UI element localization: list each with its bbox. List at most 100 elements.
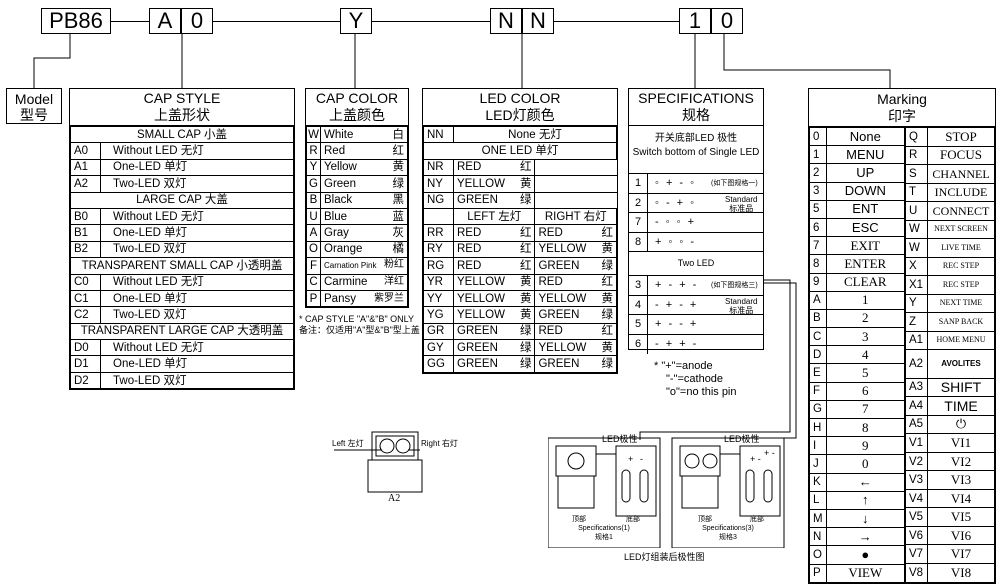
- empty-cell: [534, 191, 617, 209]
- spec-pins: + - + -: [655, 279, 699, 291]
- section-header: LARGE CAP 大盖: [70, 191, 294, 209]
- marking-code: D: [809, 345, 827, 365]
- right-color-en: GREEN: [534, 257, 597, 275]
- marking-code: A3: [905, 377, 928, 398]
- led-color-code-1: N: [490, 8, 522, 34]
- right-color-cn: 黄: [596, 240, 618, 259]
- spec-pins: ◦ + - ◦: [655, 177, 697, 189]
- marking-text: 7: [825, 399, 906, 420]
- empty-cell: [423, 207, 454, 226]
- marking-text: AVOLITES: [927, 349, 995, 379]
- marking-code: 8: [809, 254, 827, 274]
- svg-text:-: -: [640, 454, 643, 464]
- spec-pins: ◦ - + ◦: [655, 196, 697, 209]
- style-code: C0: [70, 273, 101, 291]
- led-desc: None 无灯: [453, 125, 617, 144]
- style-code: B1: [70, 224, 101, 242]
- led-code: NY: [423, 175, 454, 193]
- marking-code: 3: [809, 181, 827, 201]
- marking-text: ENTER: [825, 254, 906, 274]
- spec1-bottom-label: 底部: [626, 516, 640, 523]
- marking-text: ⏻: [927, 414, 995, 435]
- color-name-cn: 橘: [392, 243, 405, 256]
- led-color-cn: 红: [514, 158, 536, 177]
- led-code: YG: [423, 306, 454, 324]
- marking-text: 1: [825, 290, 906, 310]
- a2-left-label: Left 左灯: [332, 439, 364, 448]
- marking-code: 9: [809, 272, 827, 292]
- style-desc: One-LED 单灯: [100, 158, 294, 177]
- spec-code: 1: [635, 177, 642, 189]
- spec-divider: [647, 232, 648, 252]
- spec-row: 4- + - +: [629, 295, 763, 315]
- spec-legend-cathode: "-"=cathode: [666, 373, 724, 385]
- marking-text: CHANNEL: [927, 164, 995, 184]
- cap-color-title-en: CAP COLOR: [315, 90, 399, 106]
- marking-code: A: [809, 290, 827, 310]
- marking-text: VI8: [927, 562, 995, 583]
- standard-en: Standard: [725, 296, 758, 306]
- table-row: TRANSPARENT SMALL CAP 小透明盖: [70, 257, 294, 275]
- marking-code: V5: [905, 507, 928, 527]
- marking-row: M↓: [809, 508, 906, 529]
- spec3-bottom-label: 底部: [750, 516, 764, 523]
- color-code: Y: [306, 158, 321, 177]
- marking-text: 8: [825, 417, 906, 438]
- style-desc: One-LED 单灯: [100, 355, 294, 373]
- color-code: C: [306, 273, 321, 291]
- marking-code: U: [905, 201, 928, 221]
- marking-code: X1: [905, 275, 928, 295]
- marking-text: 9: [825, 436, 906, 456]
- style-desc: Two-LED 双灯: [100, 306, 294, 324]
- spec-pins: + ◦ ◦ -: [655, 235, 697, 248]
- spec-row: 3+ - + -(如下图规格三): [629, 276, 763, 296]
- spec-divider: [647, 213, 648, 232]
- color-name-en: Green: [324, 177, 356, 190]
- led-color-en: YELLOW: [452, 175, 515, 193]
- marking-text: VI2: [927, 451, 995, 472]
- spec-divider: [647, 295, 648, 314]
- style-desc: One-LED 单灯: [100, 289, 294, 308]
- svg-text:+ -: + -: [764, 448, 775, 458]
- spec-two-led-header: Two LED: [629, 252, 763, 276]
- left-color-en: YELLOW: [452, 289, 515, 308]
- spec-subtitle: 开关底部LED 极性 Switch bottom of Single LED: [629, 126, 763, 174]
- color-name-cn: 粉红: [384, 259, 404, 271]
- marking-text: ●: [825, 545, 906, 565]
- marking-text: INCLUDE: [927, 182, 995, 203]
- color-code: R: [306, 142, 321, 160]
- marking-code: M: [809, 508, 827, 529]
- spec1-caption: Specifications(1) 规格1: [562, 524, 646, 542]
- marking-code: T: [905, 182, 928, 203]
- marking-row: O●: [809, 545, 906, 565]
- marking-text: None: [825, 126, 906, 147]
- marking-code: S: [905, 164, 928, 184]
- color-name-en: Carmine: [324, 276, 368, 289]
- marking-text: SANP BACK: [927, 312, 995, 332]
- spec-divider: [647, 334, 648, 354]
- led-code: RR: [423, 224, 454, 242]
- spec-row: 8+ ◦ ◦ -: [629, 232, 763, 252]
- marking-code: L: [809, 490, 827, 510]
